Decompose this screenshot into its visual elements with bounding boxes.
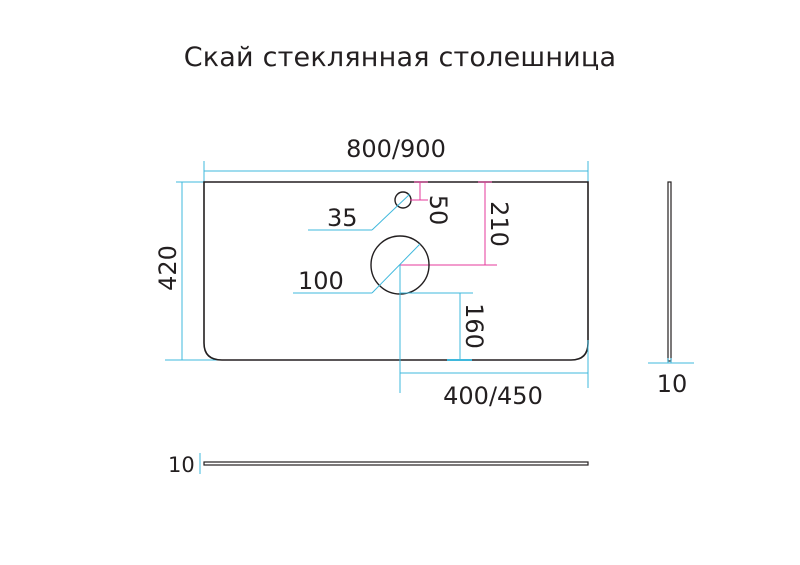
side-thickness-label: 10 [657, 370, 688, 398]
small-hole-diameter-label: 35 [327, 204, 358, 232]
large-hole-diameter-label: 100 [298, 267, 344, 295]
large-hole-top-offset-dimension [400, 181, 497, 266]
depth-label: 420 [154, 245, 182, 291]
width-dimension [203, 161, 589, 183]
side-profile [667, 181, 672, 362]
large-hole-right-offset-label: 400/450 [443, 382, 543, 410]
small-hole-leader [308, 193, 411, 231]
large-hole-right-offset-dimension [399, 265, 589, 393]
small-hole-offset-label: 50 [424, 195, 452, 226]
front-profile [203, 461, 589, 466]
width-label: 800/900 [346, 135, 446, 163]
large-hole-leader [293, 243, 421, 294]
countertop-outline [203, 181, 589, 361]
drawing-title: Скай стеклянная столешница [183, 42, 617, 73]
small-hole-offset-dimension [410, 181, 428, 201]
front-thickness-label: 10 [168, 453, 195, 477]
side-thickness-dimension [648, 358, 694, 364]
large-hole-bottom-offset-dimension [400, 292, 473, 361]
large-hole-top-offset-label: 210 [485, 201, 513, 247]
large-hole-bottom-offset-label: 160 [460, 303, 488, 349]
